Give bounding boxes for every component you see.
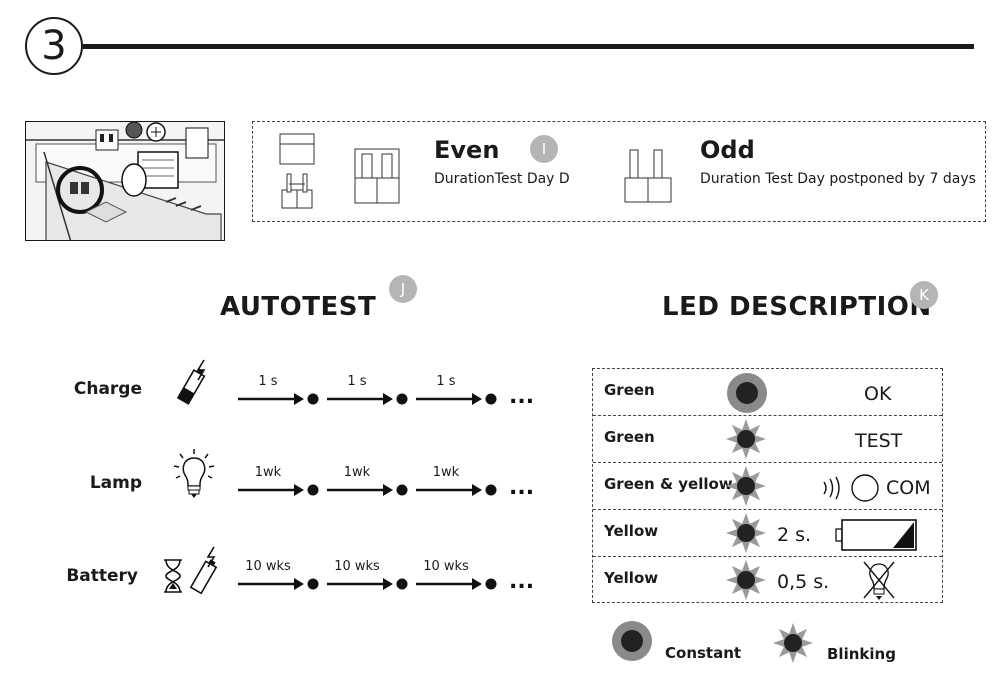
sequence-arrowhead	[383, 484, 393, 496]
autotest-label-lamp: Lamp	[89, 473, 142, 493]
sequence-dot	[485, 578, 497, 590]
sequence-ellipsis: ...	[509, 475, 534, 500]
sequence-arrowhead	[383, 578, 393, 590]
communication-icon	[819, 473, 881, 507]
jumper-diagram-icon	[278, 132, 318, 216]
led-blinking-icon	[725, 512, 767, 558]
badge-i: I	[530, 135, 558, 163]
even-title: Even	[434, 136, 500, 164]
sequence-dot	[307, 393, 319, 405]
interval-label: 1wk	[432, 465, 460, 480]
legend-blinking-label: Blinking	[827, 645, 896, 663]
led-color-label: Yellow	[604, 522, 659, 540]
led-row: Green OK	[593, 369, 942, 416]
step-number: 3	[25, 17, 83, 75]
led-blinking-icon	[725, 559, 767, 605]
jumper-odd-icon	[624, 148, 674, 208]
sequence-arrowhead	[294, 484, 304, 496]
sequence-ellipsis: ...	[509, 569, 534, 594]
section-divider	[83, 44, 974, 49]
led-color-label: Green & yellow	[604, 475, 733, 493]
led-row: Yellow 2 s.	[593, 510, 942, 557]
sequence-dot	[485, 484, 497, 496]
hourglass-battery-icon	[160, 545, 220, 601]
pcb-photo	[25, 121, 225, 241]
interval-label: 10 wks	[334, 559, 380, 574]
autotest-label-charge: Charge	[73, 379, 142, 399]
interval-label: 1 s	[258, 374, 278, 389]
led-blinking-icon	[725, 465, 767, 511]
sequence-dot	[307, 578, 319, 590]
led-description-title: LED DESCRIPTION	[662, 292, 932, 322]
sequence-arrowhead	[472, 578, 482, 590]
sequence-ellipsis: ...	[509, 384, 534, 409]
led-color-label: Green	[604, 428, 655, 446]
sequence-dot	[307, 484, 319, 496]
badge-k: K	[910, 281, 938, 309]
interval-label: 1wk	[254, 465, 282, 480]
lamp-fault-icon	[861, 560, 897, 606]
sequence-arrowhead	[472, 393, 482, 405]
sequence-arrowhead	[383, 393, 393, 405]
legend-constant-icon	[611, 620, 653, 666]
even-description: DurationTest Day D	[434, 171, 570, 187]
led-status-text: TEST	[855, 430, 903, 452]
battery-low-icon	[835, 518, 919, 556]
lamp-icon	[172, 448, 216, 506]
led-timing-text: 0,5 s.	[777, 571, 830, 593]
led-row: Green TEST	[593, 416, 942, 463]
odd-description: Duration Test Day postponed by 7 days	[700, 171, 976, 187]
odd-title: Odd	[700, 136, 755, 164]
autotest-title: AUTOTEST	[220, 292, 377, 322]
led-timing-text: 2 s.	[777, 524, 812, 546]
interval-label: 1 s	[347, 374, 367, 389]
led-row: Green & yellow COM	[593, 463, 942, 510]
sequence-arrowhead	[294, 578, 304, 590]
autotest-sequence: .........	[238, 384, 534, 594]
legend-constant-label: Constant	[665, 644, 742, 662]
autotest-label-battery: Battery	[66, 566, 138, 586]
led-blinking-icon	[725, 418, 767, 464]
interval-label: 1wk	[343, 465, 371, 480]
badge-j: J	[389, 275, 417, 303]
led-color-label: Green	[604, 381, 655, 399]
led-constant-icon	[726, 372, 768, 418]
led-row: Yellow 0,5 s.	[593, 557, 942, 604]
jumper-even-icon	[354, 148, 402, 208]
sequence-arrowhead	[472, 484, 482, 496]
battery-charge-icon	[176, 358, 212, 414]
led-status-text: COM	[886, 477, 931, 499]
jumper-setting-panel	[252, 121, 986, 222]
led-table: Green OK Green TEST Green & yellow COM Y…	[592, 368, 943, 603]
sequence-dot	[396, 484, 408, 496]
interval-label: 10 wks	[245, 559, 291, 574]
interval-label: 1 s	[436, 374, 456, 389]
led-status-text: OK	[864, 383, 892, 405]
sequence-dot	[485, 393, 497, 405]
sequence-dot	[396, 578, 408, 590]
legend-blinking-icon	[772, 622, 814, 668]
sequence-dot	[396, 393, 408, 405]
interval-label: 10 wks	[423, 559, 469, 574]
led-color-label: Yellow	[604, 569, 659, 587]
sequence-arrowhead	[294, 393, 304, 405]
